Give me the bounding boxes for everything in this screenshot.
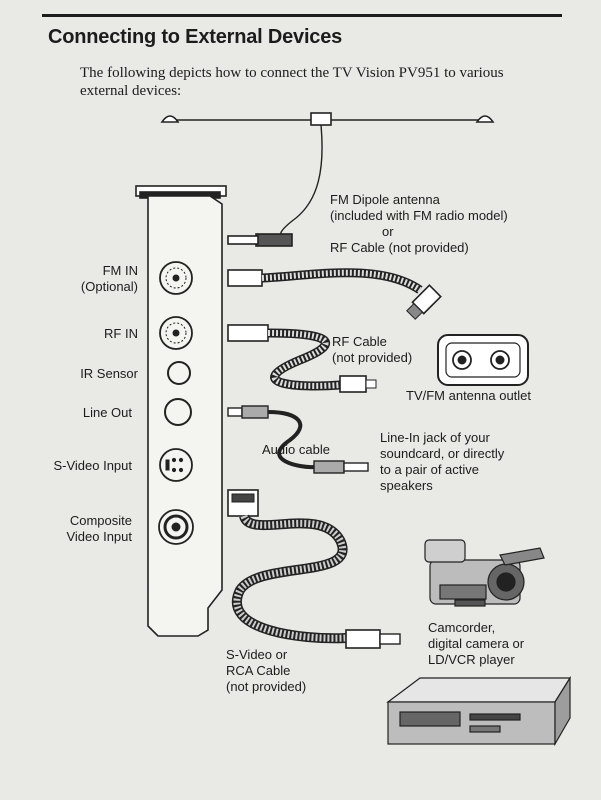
- card-ports: [158, 261, 194, 545]
- fm-in-port: [159, 261, 193, 295]
- line-out-label: Line Out: [82, 405, 132, 420]
- fm-in-label: FM IN(Optional): [80, 263, 138, 294]
- tv-fm-antenna-outlet: [437, 334, 529, 386]
- intro-paragraph: The following depicts how to connect the…: [80, 65, 504, 99]
- composite-port: [158, 509, 194, 545]
- fm-dipole-antenna: [160, 112, 495, 247]
- ir-sensor-label: IR Sensor: [80, 366, 138, 381]
- fm-cable: [227, 268, 442, 320]
- svideo-port: [159, 448, 193, 482]
- tv-fm-outlet-label: TV/FM antenna outlet: [406, 388, 532, 403]
- header-rule: [42, 14, 562, 17]
- ir-sensor: [167, 361, 191, 385]
- rf-cable: [227, 324, 377, 393]
- rf-cable-label: RF Cable(not provided): [332, 334, 413, 365]
- page-title: Connecting to External Devices: [48, 26, 343, 48]
- rf-in-label: RF IN: [104, 326, 138, 341]
- video-cable: [227, 489, 401, 649]
- audio-cable-label: Audio cable: [262, 442, 330, 457]
- camcorder-icon: [424, 539, 545, 607]
- audio-cable: [227, 405, 369, 474]
- vcr-player-icon: [386, 675, 572, 747]
- fm-antenna-label: FM Dipole antenna (included with FM radi…: [330, 192, 508, 255]
- rf-in-port: [159, 316, 193, 350]
- line-out-port: [164, 398, 192, 426]
- svideo-input-label: S-Video Input: [53, 458, 132, 473]
- tv-tuner-card: [135, 185, 227, 637]
